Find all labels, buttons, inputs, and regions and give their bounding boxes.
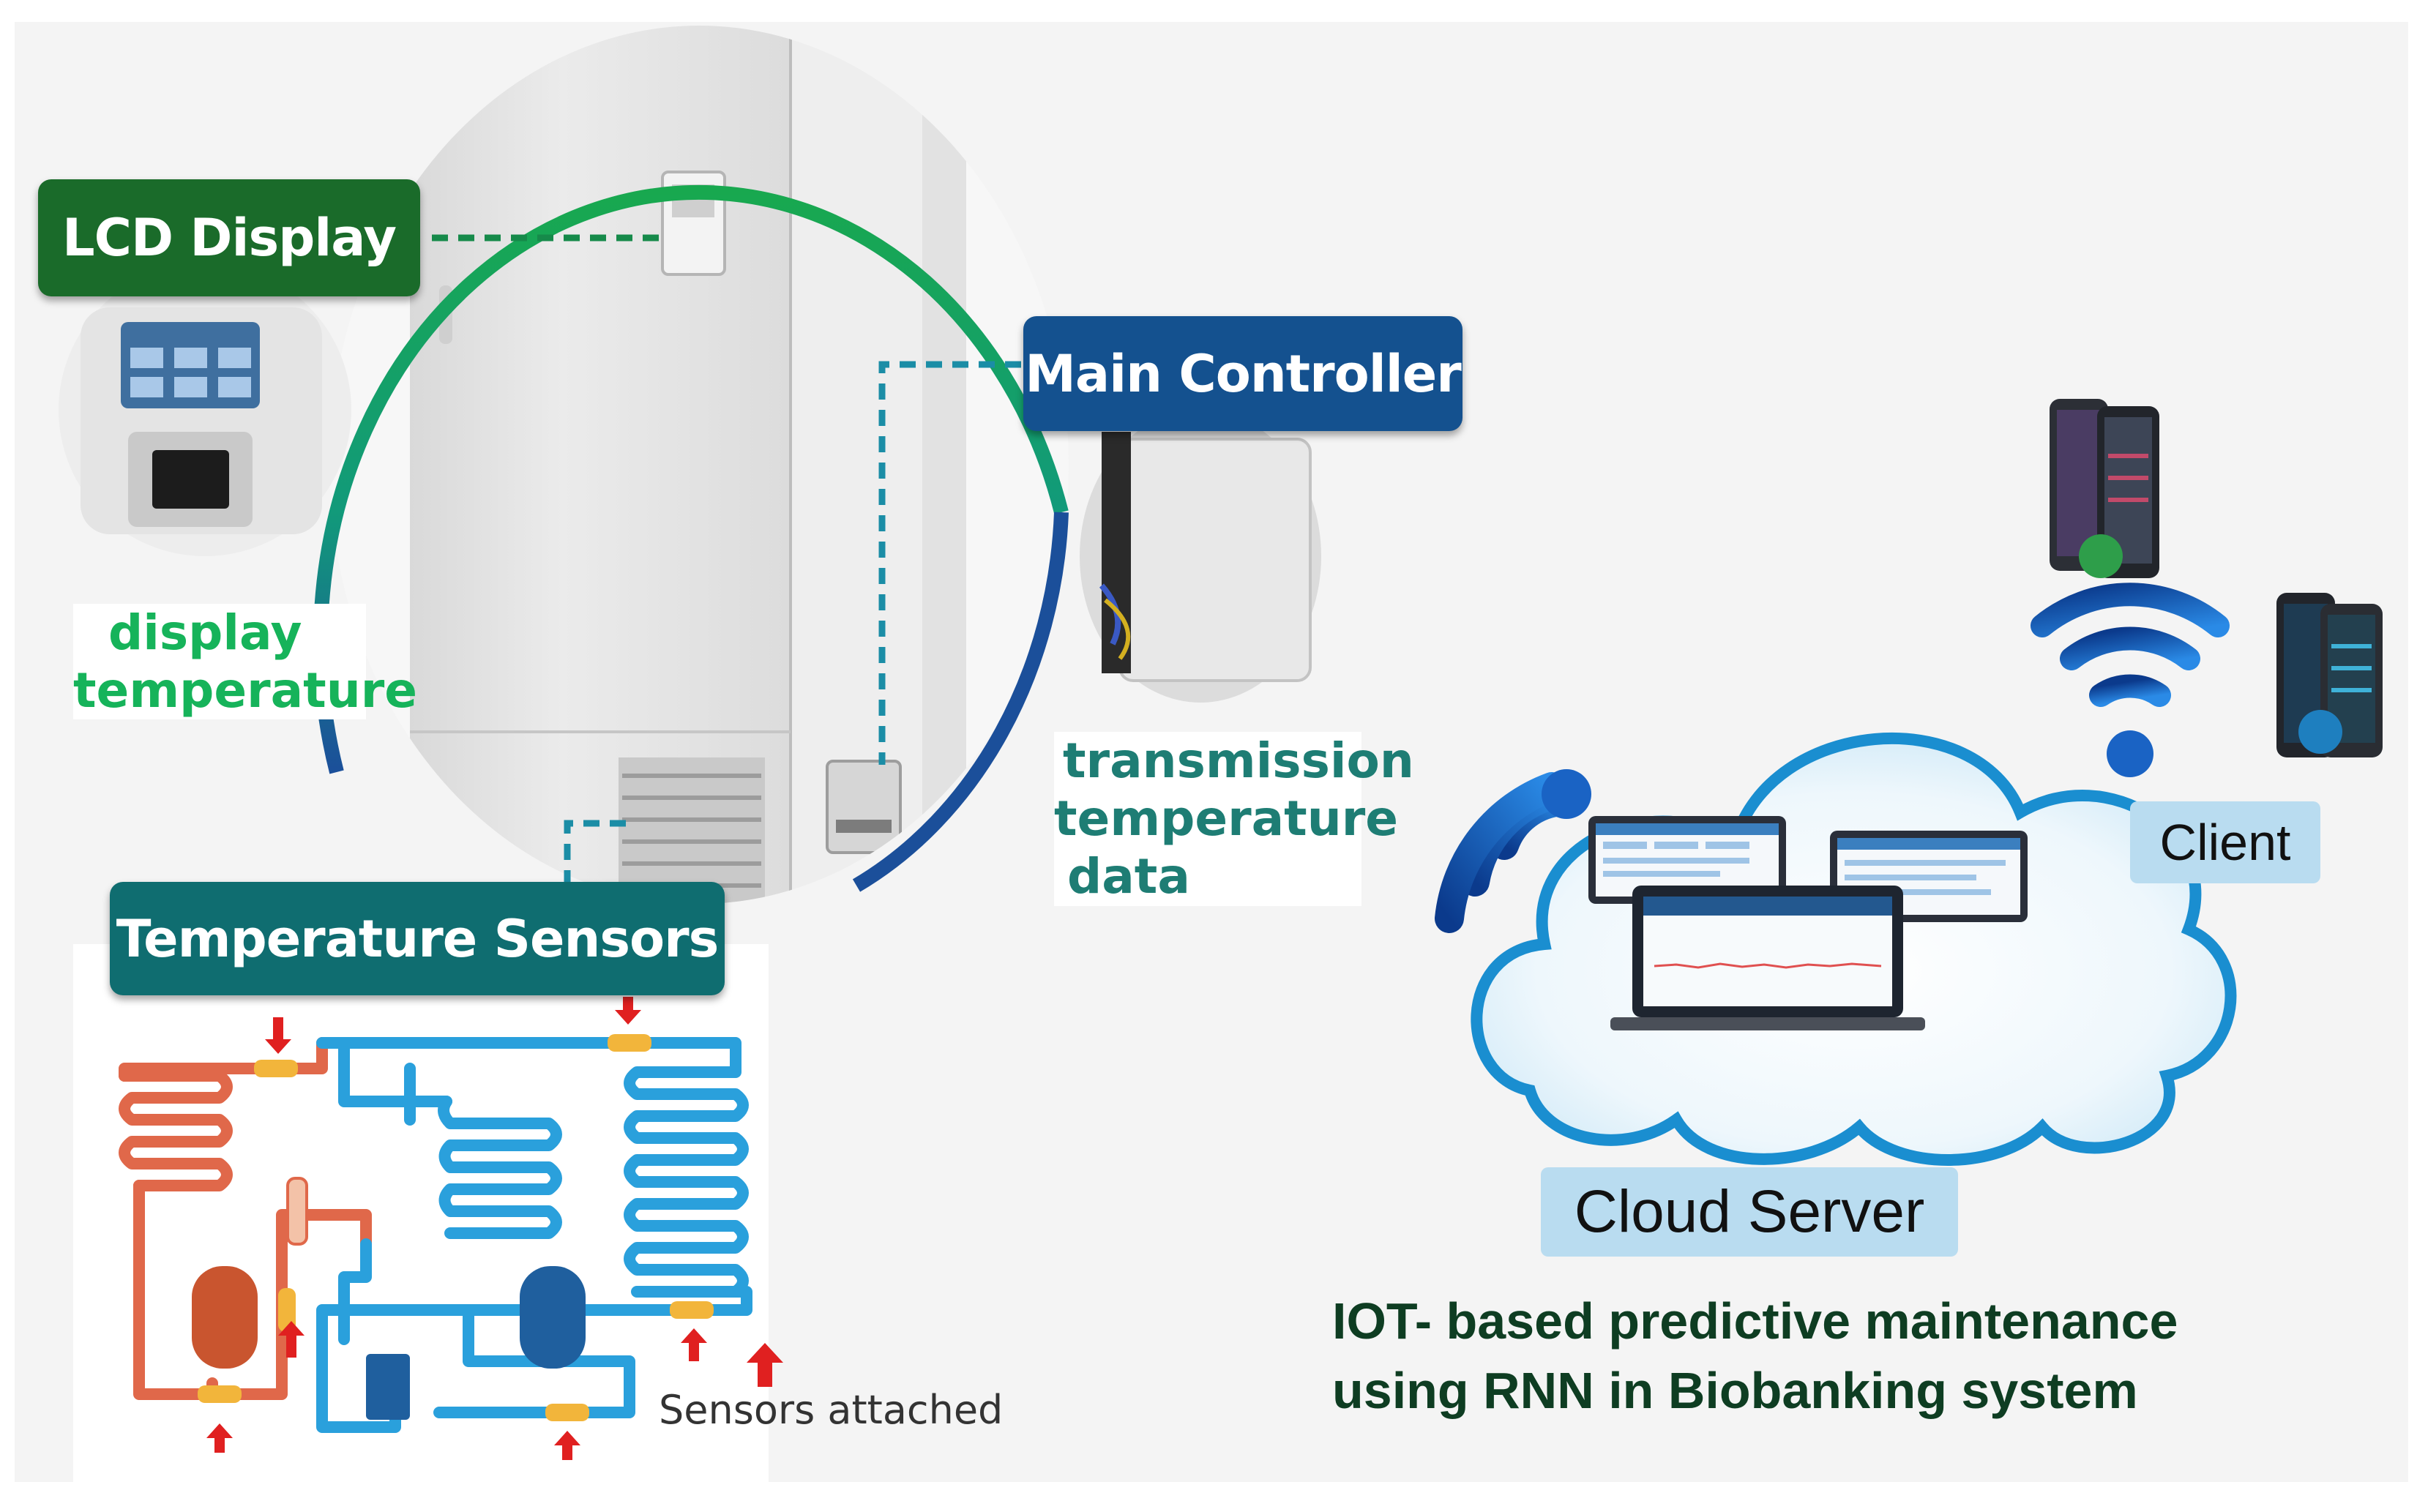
sensors-attached-caption: Sensors attached	[659, 1387, 1004, 1433]
freezer-ring	[313, 185, 1069, 774]
sensor-connector	[564, 820, 626, 886]
wifi-icon	[2031, 583, 2230, 707]
main-controller-label: Main Controller	[1023, 316, 1462, 431]
smartphone-icon	[2050, 399, 2383, 757]
freezer-photo	[329, 26, 1069, 904]
data-line: data	[1067, 848, 1190, 905]
lcd-display-label: LCD Display	[38, 179, 420, 296]
controller-connector	[878, 361, 1021, 765]
temperature-data-line: temperature	[1054, 790, 1399, 847]
temperature-sensors-label: Temperature Sensors	[110, 882, 725, 995]
wifi-dot	[1542, 769, 1591, 819]
refrigeration-circuit	[73, 944, 769, 1482]
temperature-line: temperature	[73, 662, 418, 719]
wifi-dot	[2107, 730, 2153, 777]
display-line: display	[108, 605, 302, 661]
arrow-up-icon	[747, 1343, 783, 1387]
lcd-panel-photo	[59, 263, 351, 556]
display-temperature-caption: display temperature	[73, 604, 418, 720]
client-label: Client	[2130, 801, 2320, 883]
diagram-title-line-1: IOT- based predictive maintenance	[1332, 1292, 2178, 1350]
laptop-icon	[1588, 816, 2028, 1030]
diagram-title-line-2: using RNN in Biobanking system	[1332, 1362, 2138, 1419]
cloud-server-label: Cloud Server	[1541, 1167, 1958, 1257]
transmission-caption: transmission temperature data	[1054, 732, 1414, 906]
controller-photo	[1080, 410, 1321, 703]
transmission-line: transmission	[1063, 733, 1414, 789]
